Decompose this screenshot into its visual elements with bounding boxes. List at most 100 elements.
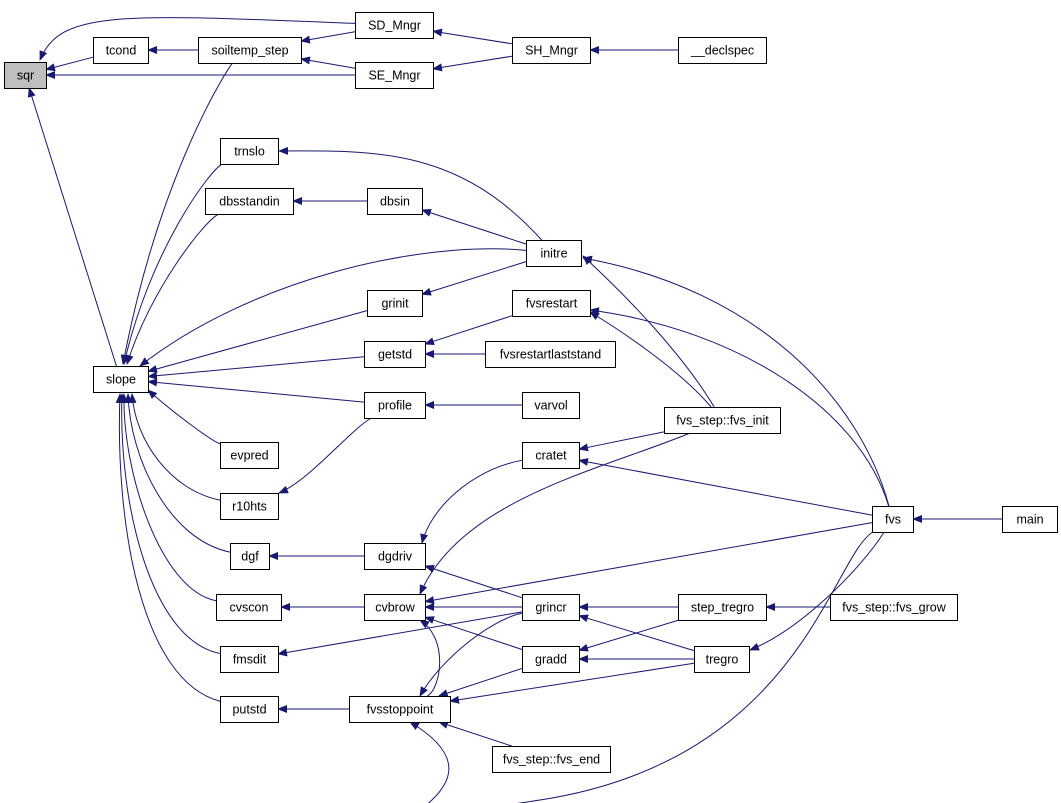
node-step_tregro[interactable]: step_tregro [678, 594, 767, 621]
edge-fvsrestart-to-getstd [424, 315, 513, 346]
node-box [364, 543, 426, 570]
node-trnslo[interactable]: trnslo [220, 138, 279, 165]
node-dgf[interactable]: dgf [230, 543, 270, 570]
node-label: SD_Mngr [368, 19, 421, 33]
node-varvol[interactable]: varvol [522, 392, 580, 419]
node-declspec[interactable]: __declspec [678, 37, 767, 64]
node-main[interactable]: main [1002, 506, 1058, 533]
node-cvbrow[interactable]: cvbrow [364, 594, 426, 621]
node-grinit[interactable]: grinit [367, 290, 423, 317]
node-dbsin[interactable]: dbsin [367, 188, 423, 215]
edge-r10hts-to-slope [128, 393, 221, 501]
node-box [367, 188, 423, 215]
node-label: fvs_step::fvs_init [676, 414, 769, 428]
edge-fvs-to-tregro [749, 531, 885, 651]
edge-grincr-to-fmsdit [277, 611, 523, 657]
node-box [220, 646, 279, 673]
edge-fvsstoppoint-to-cvbrow [419, 619, 441, 697]
node-label: tcond [106, 44, 137, 58]
node-label: dbsin [380, 195, 410, 209]
node-fvsstoppoint[interactable]: fvsstoppoint [349, 696, 451, 723]
node-r10hts[interactable]: r10hts [220, 493, 279, 520]
node-box [1002, 506, 1058, 533]
node-slope[interactable]: slope [93, 366, 149, 393]
node-box [355, 62, 434, 89]
node-box [349, 696, 451, 723]
node-evpred[interactable]: evpred [220, 442, 279, 469]
edge-fvs_init-to-fvsrestart [589, 311, 712, 408]
edge-cratet-to-dgdriv [420, 459, 523, 544]
node-label: getstd [378, 348, 412, 362]
edge-fvs-to-fvsrestart [589, 307, 890, 507]
node-se_mngr[interactable]: SE_Mngr [355, 62, 434, 89]
node-box [522, 594, 580, 621]
node-box [872, 506, 914, 533]
node-tcond[interactable]: tcond [93, 37, 149, 64]
node-fvsrestart[interactable]: fvsrestart [512, 290, 591, 317]
node-fvsrestartlaststand[interactable]: fvsrestartlaststand [485, 341, 616, 368]
node-putstd[interactable]: putstd [220, 696, 279, 723]
node-box [364, 594, 426, 621]
node-label: tregro [706, 653, 739, 667]
node-box [367, 290, 423, 317]
node-soiltemp_step[interactable]: soiltemp_step [198, 37, 302, 64]
node-label: trnslo [234, 145, 265, 159]
edge-trnslo-to-slope [122, 163, 223, 365]
node-label: gradd [535, 653, 567, 667]
edge-initre-to-dbsin [421, 208, 527, 245]
node-box [492, 746, 611, 773]
edge-fvs_end-to-fvsstoppoint [437, 721, 512, 747]
edge-fvs-to-cratet [578, 458, 873, 516]
node-box [522, 392, 580, 419]
edge-grinit-to-slope [147, 310, 368, 373]
node-box [485, 341, 616, 368]
edge-tcond-to-sqr [45, 56, 94, 72]
node-box [220, 493, 279, 520]
node-box [364, 392, 426, 419]
node-label: step_tregro [691, 601, 754, 615]
node-fmsdit[interactable]: fmsdit [220, 646, 279, 673]
edge-sd_mngr-to-sqr [39, 17, 356, 61]
edge-gradd-to-fvsstoppoint [437, 667, 523, 697]
node-label: grincr [535, 601, 566, 615]
edge-initre-to-trnslo [278, 146, 543, 241]
node-fvs[interactable]: fvs [872, 506, 914, 533]
node-gradd[interactable]: gradd [522, 646, 580, 673]
node-box [512, 37, 591, 64]
node-getstd[interactable]: getstd [364, 341, 426, 368]
node-grincr[interactable]: grincr [522, 594, 580, 621]
node-label: fvsrestart [526, 297, 578, 311]
node-label: r10hts [232, 500, 267, 514]
node-label: cvbrow [375, 601, 416, 615]
node-label: fvs [885, 513, 901, 527]
node-box [93, 366, 149, 393]
node-sqr[interactable]: sqr [4, 62, 47, 89]
edge-initre-to-slope [139, 248, 527, 367]
edge-dbsstandin-to-slope [125, 213, 220, 365]
node-box [522, 646, 580, 673]
node-cratet[interactable]: cratet [522, 442, 580, 469]
node-sd_mngr[interactable]: SD_Mngr [355, 12, 434, 39]
node-label: putstd [232, 703, 266, 717]
node-cvscon[interactable]: cvscon [216, 594, 282, 621]
edge-sh_mngr-to-sd_mngr [432, 28, 513, 45]
node-label: SE_Mngr [368, 69, 420, 83]
node-fvs_init[interactable]: fvs_step::fvs_init [664, 407, 781, 434]
edge-fvs_init-to-cvbrow [419, 432, 691, 595]
node-sh_mngr[interactable]: SH_Mngr [512, 37, 591, 64]
node-dgdriv[interactable]: dgdriv [364, 543, 426, 570]
edge-se_mngr-to-soiltemp_step [300, 56, 356, 69]
node-initre[interactable]: initre [526, 240, 582, 267]
node-label: cvscon [230, 601, 269, 615]
node-label: profile [378, 399, 412, 413]
edges-layer [27, 17, 1002, 803]
node-profile[interactable]: profile [364, 392, 426, 419]
node-box [205, 188, 294, 215]
node-dbsstandin[interactable]: dbsstandin [205, 188, 294, 215]
node-fvs_grow[interactable]: fvs_step::fvs_grow [830, 594, 958, 621]
node-tregro[interactable]: tregro [694, 646, 750, 673]
node-label: sqr [17, 69, 34, 83]
node-fvs_end[interactable]: fvs_step::fvs_end [492, 746, 611, 773]
